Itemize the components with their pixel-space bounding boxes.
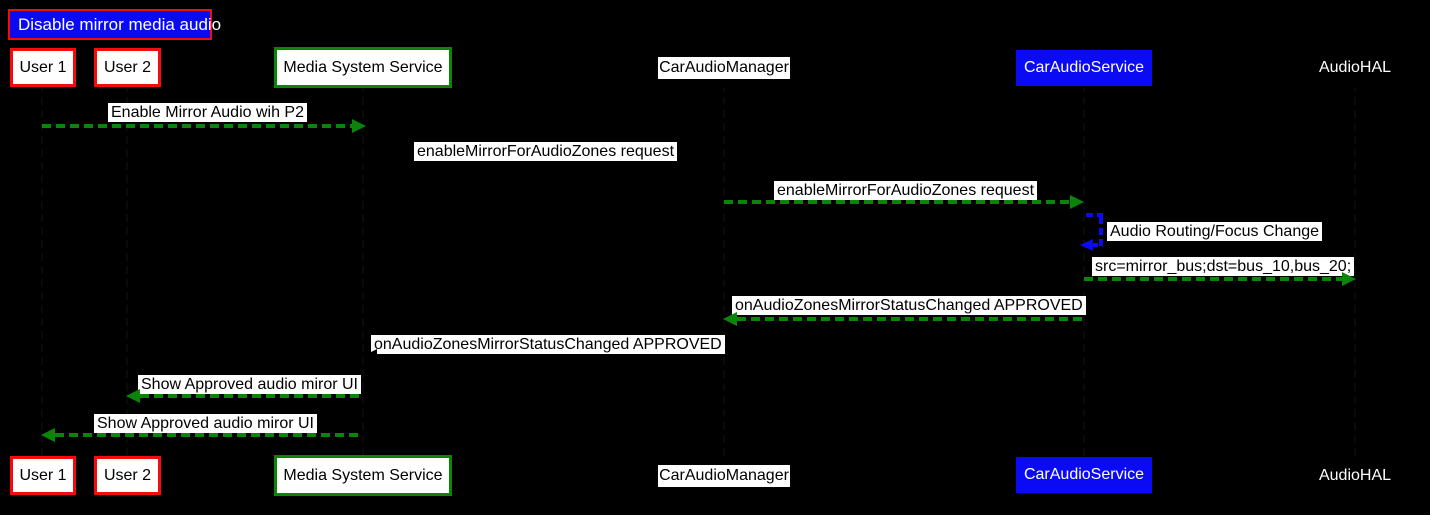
participant-user1-bottom: User 1 [10,456,76,495]
participant-car-audio-service-top: CarAudioService [1016,50,1152,86]
participant-car-audio-manager-top: CarAudioManager [658,57,790,79]
participant-media-system-service-bottom: Media System Service [274,455,452,496]
arrowhead-left-icon [41,428,55,442]
participant-audio-hal-bottom: AudioHAL [1317,465,1393,487]
arrowhead-left-icon [723,312,737,326]
participant-audio-hal-top: AudioHAL [1317,57,1393,79]
participant-car-audio-manager-bottom: CarAudioManager [658,465,790,487]
arrowhead-left-icon [126,389,140,403]
arrowhead-right-icon [352,119,366,133]
message-line [55,433,363,437]
participant-user1-top: User 1 [10,48,76,87]
participant-label: CarAudioService [1023,59,1145,76]
participant-label: CarAudioService [1023,466,1145,483]
message-label-show-approved-ui-2: Show Approved audio miror UI [94,414,317,433]
participant-label: CarAudioManager [659,59,789,76]
participant-label: Media System Service [283,466,443,484]
participant-user2-bottom: User 2 [94,456,161,495]
diagram-title: Disable mirror media audio [8,9,221,40]
message-line [363,161,711,165]
message-label-show-approved-ui-1: Show Approved audio miror UI [138,375,361,394]
participant-label: User 1 [19,466,67,484]
participant-car-audio-service-bottom: CarAudioService [1016,457,1152,493]
arrowhead-left-icon [363,349,377,363]
lifeline-user1 [41,88,43,456]
participant-label: User 1 [19,58,67,76]
message-line [1084,277,1342,281]
arrowhead-right-icon [1342,272,1356,286]
participant-label: Media System Service [283,58,443,76]
arrowhead-right-icon [1070,195,1084,209]
arrowhead-left-icon [1080,239,1093,251]
message-line [140,394,363,398]
message-label-src-mirror-bus: src=mirror_bus;dst=bus_10,bus_20; [1092,257,1355,276]
message-label-enable-mirror-zones-1: enableMirrorForAudioZones request [414,142,678,161]
lifeline-user2 [126,88,128,456]
message-line [724,200,1070,204]
message-label-enable-mirror-zones-2: enableMirrorForAudioZones request [774,181,1038,200]
participant-label: AudioHAL [1318,59,1392,76]
self-message-top-segment [1086,213,1103,217]
participant-label: CarAudioManager [659,467,789,484]
participant-media-system-service-top: Media System Service [274,47,452,88]
message-label-audio-routing-focus-change: Audio Routing/Focus Change [1107,222,1323,241]
self-message-bottom-segment [1091,243,1103,247]
lifeline-car-audio-manager [723,88,725,456]
arrowhead-right-icon [710,156,724,170]
message-label-enable-mirror-audio: Enable Mirror Audio wih P2 [108,103,307,122]
participant-user2-top: User 2 [94,48,161,87]
message-label-status-changed-approved-2: onAudioZonesMirrorStatusChanged APPROVED [371,335,725,354]
message-line [737,317,1084,321]
message-line [42,124,354,128]
participant-label: AudioHAL [1318,467,1392,484]
participant-label: User 2 [103,466,152,484]
message-line [377,354,724,358]
message-label-status-changed-approved-1: onAudioZonesMirrorStatusChanged APPROVED [732,296,1086,315]
participant-label: User 2 [103,58,152,76]
lifeline-car-audio-service [1083,88,1085,456]
self-message-side-segment [1099,213,1103,246]
lifeline-media-system-service [362,88,364,456]
